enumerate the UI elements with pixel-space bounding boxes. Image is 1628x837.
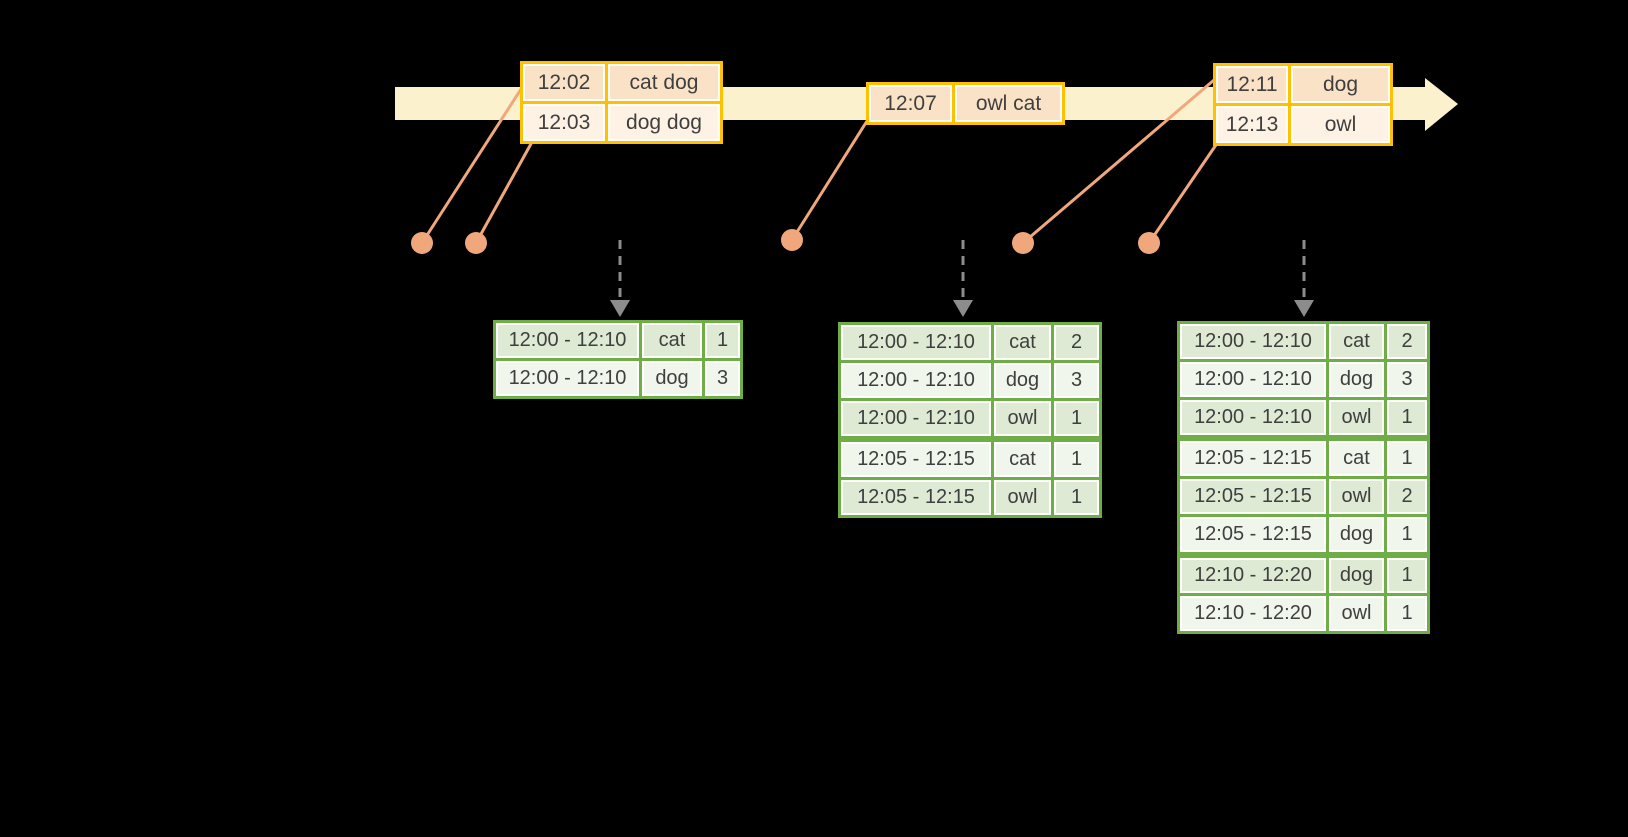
word-cell: cat xyxy=(639,320,705,361)
count-cell: 1 xyxy=(1384,397,1430,440)
word-cell: cat xyxy=(1326,435,1387,479)
data-cell: dog dog xyxy=(605,101,723,144)
event-dot xyxy=(1138,232,1160,254)
count-cell: 3 xyxy=(1051,360,1102,401)
count-cell: 1 xyxy=(1384,514,1430,557)
window-cell: 12:05 - 12:15 xyxy=(838,436,994,480)
window-cell: 12:00 - 12:10 xyxy=(838,398,994,441)
event-dot xyxy=(781,229,803,251)
word-cell: cat xyxy=(1326,321,1387,362)
event-connector-line xyxy=(1147,138,1222,244)
event-connector-line xyxy=(420,85,525,244)
count-cell: 1 xyxy=(1051,477,1102,518)
window-cell: 12:00 - 12:10 xyxy=(838,322,994,363)
event-dot xyxy=(1012,232,1034,254)
data-cell: cat dog xyxy=(605,61,723,104)
event-connector-line xyxy=(474,141,534,244)
count-cell: 2 xyxy=(1051,322,1102,363)
window-cell: 12:05 - 12:15 xyxy=(1177,435,1329,479)
window-cell: 12:00 - 12:10 xyxy=(1177,359,1329,400)
time-cell: 12:03 xyxy=(520,101,608,144)
window-cell: 12:00 - 12:10 xyxy=(1177,321,1329,362)
time-cell: 12:13 xyxy=(1213,103,1291,146)
data-cell: owl xyxy=(1288,103,1393,146)
word-cell: owl xyxy=(1326,476,1387,517)
word-cell: dog xyxy=(1326,552,1387,596)
word-cell: dog xyxy=(639,358,705,399)
word-cell: owl xyxy=(1326,397,1387,440)
event-dot xyxy=(465,232,487,254)
trigger-arrowhead-icon xyxy=(953,300,973,317)
event-connector-line xyxy=(1022,78,1215,245)
window-cell: 12:00 - 12:10 xyxy=(493,358,642,399)
count-cell: 2 xyxy=(1384,476,1430,517)
window-cell: 12:10 - 12:20 xyxy=(1177,593,1329,634)
event-connector-line xyxy=(790,120,869,241)
word-cell: owl xyxy=(1326,593,1387,634)
count-cell: 1 xyxy=(1384,435,1430,479)
count-cell: 2 xyxy=(1384,321,1430,362)
window-cell: 12:05 - 12:15 xyxy=(1177,476,1329,517)
time-cell: 12:11 xyxy=(1213,63,1291,106)
event-dot xyxy=(411,232,433,254)
trigger-arrowhead-icon xyxy=(1294,300,1314,317)
count-cell: 1 xyxy=(1384,593,1430,634)
count-cell: 1 xyxy=(1384,552,1430,596)
window-cell: 12:00 - 12:10 xyxy=(493,320,642,361)
trigger-arrowhead-icon xyxy=(610,300,630,317)
window-cell: 12:05 - 12:15 xyxy=(838,477,994,518)
window-cell: 12:05 - 12:15 xyxy=(1177,514,1329,557)
word-cell: owl xyxy=(991,477,1054,518)
word-cell: dog xyxy=(1326,359,1387,400)
count-cell: 3 xyxy=(1384,359,1430,400)
count-cell: 1 xyxy=(1051,436,1102,480)
time-cell: 12:02 xyxy=(520,61,608,104)
window-cell: 12:10 - 12:20 xyxy=(1177,552,1329,596)
word-cell: dog xyxy=(1326,514,1387,557)
count-cell: 1 xyxy=(1051,398,1102,441)
word-cell: dog xyxy=(991,360,1054,401)
time-cell: 12:07 xyxy=(866,82,955,125)
timeline-arrowhead-icon xyxy=(1425,78,1458,131)
window-cell: 12:00 - 12:10 xyxy=(838,360,994,401)
word-cell: cat xyxy=(991,322,1054,363)
word-cell: cat xyxy=(991,436,1054,480)
count-cell: 1 xyxy=(702,320,743,361)
word-cell: owl xyxy=(991,398,1054,441)
count-cell: 3 xyxy=(702,358,743,399)
data-cell: owl cat xyxy=(952,82,1065,125)
data-cell: dog xyxy=(1288,63,1393,106)
window-cell: 12:00 - 12:10 xyxy=(1177,397,1329,440)
